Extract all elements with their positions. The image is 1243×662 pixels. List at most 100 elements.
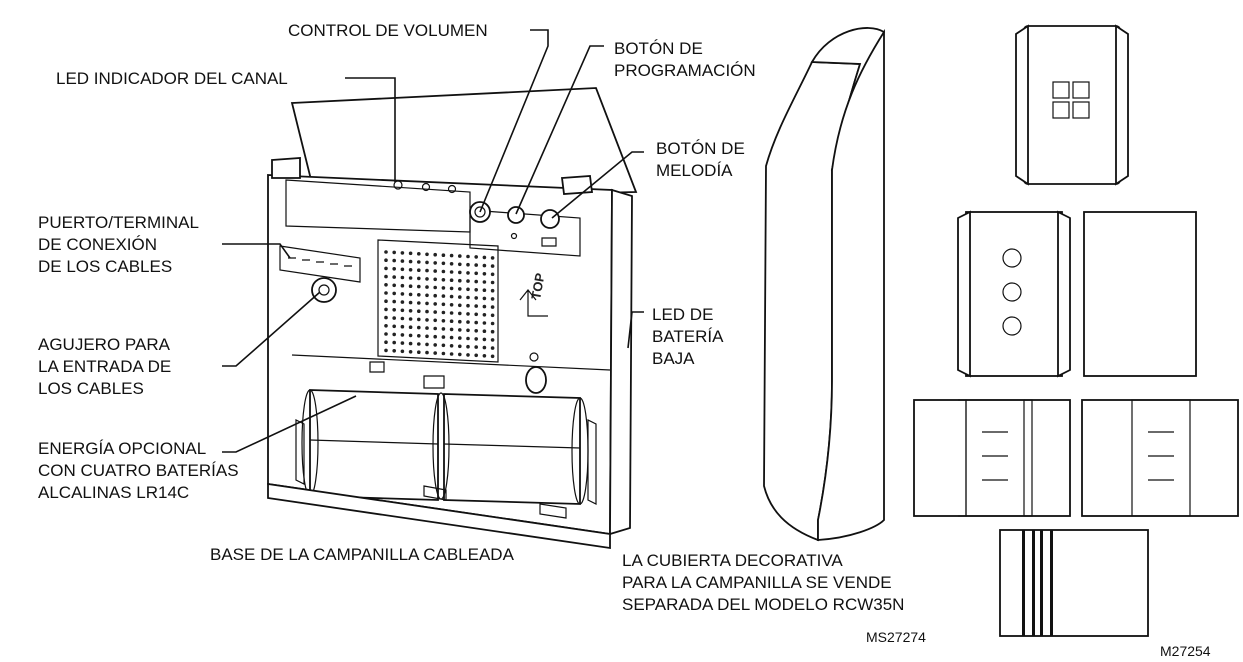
speaker-hole <box>400 283 405 288</box>
speaker-hole <box>466 312 470 316</box>
speaker-hole <box>490 264 495 268</box>
speaker-hole <box>466 344 470 349</box>
speaker-hole <box>466 262 470 267</box>
base-side-wall <box>609 188 633 536</box>
top-arrow-icon <box>519 289 548 317</box>
speaker-hole <box>482 337 487 342</box>
speaker-hole <box>449 344 454 348</box>
speaker-hole <box>408 325 413 330</box>
speaker-hole <box>490 288 495 293</box>
speaker-hole <box>458 311 462 316</box>
speaker-hole <box>458 254 462 258</box>
speaker-hole <box>466 279 470 283</box>
speaker-hole <box>433 334 438 339</box>
label-cubierta-1: LA CUBIERTA DECORATIVA <box>622 551 843 570</box>
label-codigo-2: M27254 <box>1160 643 1211 659</box>
speaker-hole <box>441 343 446 348</box>
speaker-hole <box>466 320 470 324</box>
speaker-hole <box>458 278 462 283</box>
speaker-hole <box>441 278 446 282</box>
speaker-hole <box>441 310 446 315</box>
speaker-hole <box>449 303 454 307</box>
speaker-hole <box>400 316 405 321</box>
speaker-hole <box>433 318 438 323</box>
speaker-hole <box>458 352 462 357</box>
led-dot-3 <box>447 184 457 194</box>
speaker-hole <box>384 340 388 345</box>
speaker-hole <box>482 280 487 284</box>
label-led-bateria-2: BATERÍA <box>652 327 724 346</box>
speaker-hole <box>474 320 479 325</box>
speaker-hole <box>417 284 421 289</box>
speaker-grille <box>377 239 499 363</box>
speaker-hole <box>400 300 405 304</box>
release-knob[interactable] <box>525 366 547 394</box>
speaker-hole <box>458 303 462 308</box>
speaker-hole <box>482 321 487 325</box>
speaker-hole <box>433 277 438 282</box>
speaker-hole <box>384 258 388 263</box>
speaker-hole <box>474 263 479 267</box>
speaker-hole <box>425 260 429 265</box>
cover-variant-2 <box>957 210 1071 378</box>
label-agujero-2: LA ENTRADA DE <box>38 357 171 376</box>
speaker-hole <box>482 304 487 309</box>
speaker-hole <box>417 325 421 330</box>
speaker-hole <box>408 259 413 264</box>
speaker-hole <box>392 324 397 329</box>
label-agujero-3: LOS CABLES <box>38 379 144 398</box>
wire-entry-hole <box>311 277 337 303</box>
speaker-hole <box>408 341 413 346</box>
speaker-hole <box>482 345 487 350</box>
label-boton-programacion-1: BOTÓN DE <box>614 39 703 58</box>
speaker-hole <box>482 263 487 268</box>
speaker-hole <box>449 327 454 332</box>
cover-variant-4 <box>913 399 1071 517</box>
speaker-hole <box>408 350 413 354</box>
speaker-hole <box>441 253 446 257</box>
label-led-bateria-3: BAJA <box>652 349 695 368</box>
speaker-hole <box>392 275 397 279</box>
speaker-hole <box>392 340 397 345</box>
speaker-hole <box>441 302 446 307</box>
speaker-hole <box>449 352 454 356</box>
speaker-hole <box>482 272 487 276</box>
battery-1 <box>309 389 439 501</box>
speaker-hole <box>490 256 495 260</box>
speaker-hole <box>474 312 479 317</box>
speaker-hole <box>425 342 429 347</box>
speaker-hole <box>449 278 454 283</box>
cover-front-edge <box>817 28 885 541</box>
speaker-hole <box>392 250 397 255</box>
speaker-hole <box>449 253 454 258</box>
speaker-hole <box>425 318 429 322</box>
speaker-hole <box>425 277 429 281</box>
speaker-hole <box>449 335 454 340</box>
speaker-hole <box>474 337 479 341</box>
speaker-hole <box>474 255 479 259</box>
program-button[interactable] <box>507 206 525 224</box>
label-cubierta-3: SEPARADA DEL MODELO RCW35N <box>622 595 904 614</box>
speaker-hole <box>458 344 462 349</box>
speaker-hole <box>466 287 470 292</box>
speaker-hole <box>392 332 397 337</box>
speaker-hole <box>408 309 413 313</box>
speaker-hole <box>425 326 429 330</box>
label-puerto-3: DE LOS CABLES <box>38 257 172 276</box>
speaker-hole <box>474 271 479 276</box>
speaker-hole <box>425 268 429 273</box>
speaker-hole <box>408 284 413 289</box>
speaker-hole <box>400 341 405 345</box>
speaker-hole <box>474 329 479 333</box>
melody-button[interactable] <box>540 209 560 229</box>
speaker-hole <box>400 275 405 280</box>
top-clip-left <box>271 157 301 179</box>
speaker-hole <box>392 349 397 353</box>
base-top-rim <box>290 87 638 201</box>
speaker-hole <box>490 321 495 326</box>
speaker-hole <box>400 259 405 263</box>
speaker-hole <box>417 276 421 281</box>
speaker-hole <box>490 313 495 318</box>
channel-led <box>393 180 403 190</box>
